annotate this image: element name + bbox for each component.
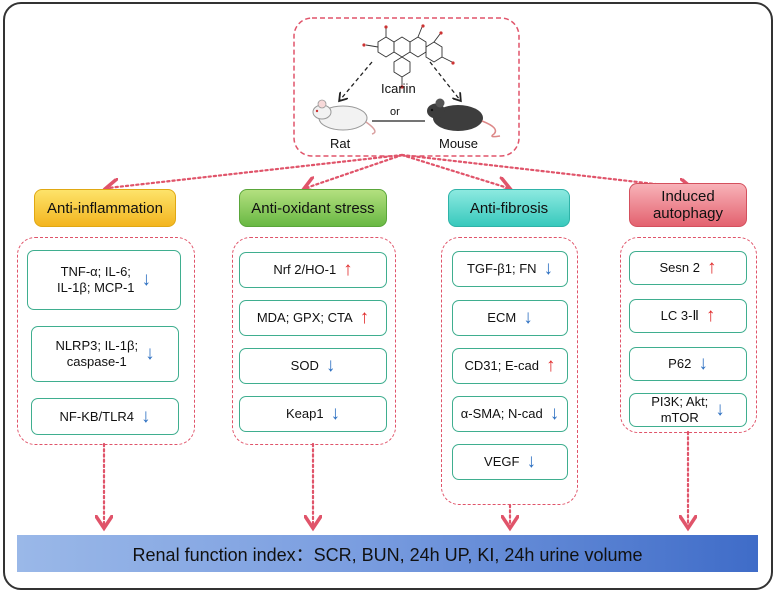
- down-arrow-icon: ↓: [698, 353, 708, 374]
- up-arrow-icon: ↑: [545, 355, 556, 376]
- down-arrow-icon: ↓: [715, 399, 725, 420]
- item-nrf2: Nrf 2/HO-1↑: [239, 252, 387, 288]
- fan-arrow-1: [108, 153, 404, 188]
- down-arrow-icon: ↓: [543, 258, 554, 279]
- item-pi3k: PI3K; Akt; mTOR↓: [629, 393, 747, 427]
- item-nfkb: NF-KB/TLR4↓: [31, 398, 179, 435]
- source-box: [293, 17, 520, 157]
- down-arrow-icon: ↓: [526, 451, 536, 472]
- group-anti-oxidant: [232, 237, 396, 445]
- down-arrow-icon: ↓: [523, 307, 533, 328]
- item-keap1: Keap1↓: [239, 396, 387, 432]
- rat-label: Rat: [330, 136, 351, 151]
- mouse-icon: [427, 98, 501, 138]
- header-induced-autophagy: Induced autophagy: [629, 183, 747, 227]
- header-anti-fibrosis: Anti-fibrosis: [448, 189, 570, 227]
- item-vegf: VEGF↓: [452, 444, 568, 480]
- down-arrow-icon: ↓: [549, 403, 560, 424]
- or-label: or: [390, 106, 400, 118]
- down-arrow-icon: ↓: [325, 355, 336, 376]
- item-mda: MDA; GPX; CTA↑: [239, 300, 387, 336]
- item-sesn2: Sesn 2↑: [629, 251, 747, 285]
- down-arrow-icon: ↓: [330, 403, 341, 424]
- icariin-molecule-icon: [362, 24, 455, 89]
- item-sod: SOD↓: [239, 348, 387, 384]
- group-anti-inflammation: [17, 237, 195, 445]
- to-mouse-arrow: [429, 61, 460, 100]
- rat-icon: [312, 99, 376, 135]
- down-arrow-icon: ↓: [145, 343, 155, 364]
- item-tnf: TNF-α; IL-6; IL-1β; MCP-1↓: [27, 250, 181, 310]
- item-tgf: TGF-β1; FN↓: [452, 251, 568, 287]
- item-cd31: CD31; E-cad↑: [452, 348, 568, 384]
- fan-arrow-4: [400, 153, 690, 188]
- mouse-label: Mouse: [439, 136, 479, 151]
- renal-function-banner: Renal function index：SCR, BUN, 24h UP, K…: [17, 535, 758, 572]
- header-anti-oxidant: Anti-oxidant stress: [239, 189, 387, 227]
- item-asma: α-SMA; N-cad↓: [452, 396, 568, 432]
- up-arrow-icon: ↑: [706, 257, 717, 278]
- down-arrow-icon: ↓: [140, 405, 151, 427]
- group-induced-autophagy: [620, 237, 757, 433]
- up-arrow-icon: ↑: [705, 305, 716, 326]
- up-arrow-icon: ↑: [343, 259, 353, 280]
- fan-arrow-3: [400, 153, 508, 188]
- down-arrow-icon: ↓: [141, 269, 152, 290]
- outer-frame: [3, 2, 773, 590]
- group-anti-fibrosis: [441, 237, 578, 505]
- item-p62: P62↓: [629, 347, 747, 381]
- item-ecm: ECM↓: [452, 300, 568, 336]
- header-anti-inflammation: Anti-inflammation: [34, 189, 176, 227]
- to-rat-arrow: [340, 61, 373, 100]
- up-arrow-icon: ↑: [359, 307, 370, 328]
- compound-label: Icariin: [381, 81, 416, 96]
- item-nlrp3: NLRP3; IL-1β; caspase-1↓: [31, 326, 179, 382]
- item-lc3: LC 3-Ⅱ↑: [629, 299, 747, 333]
- fan-arrow-2: [306, 153, 404, 188]
